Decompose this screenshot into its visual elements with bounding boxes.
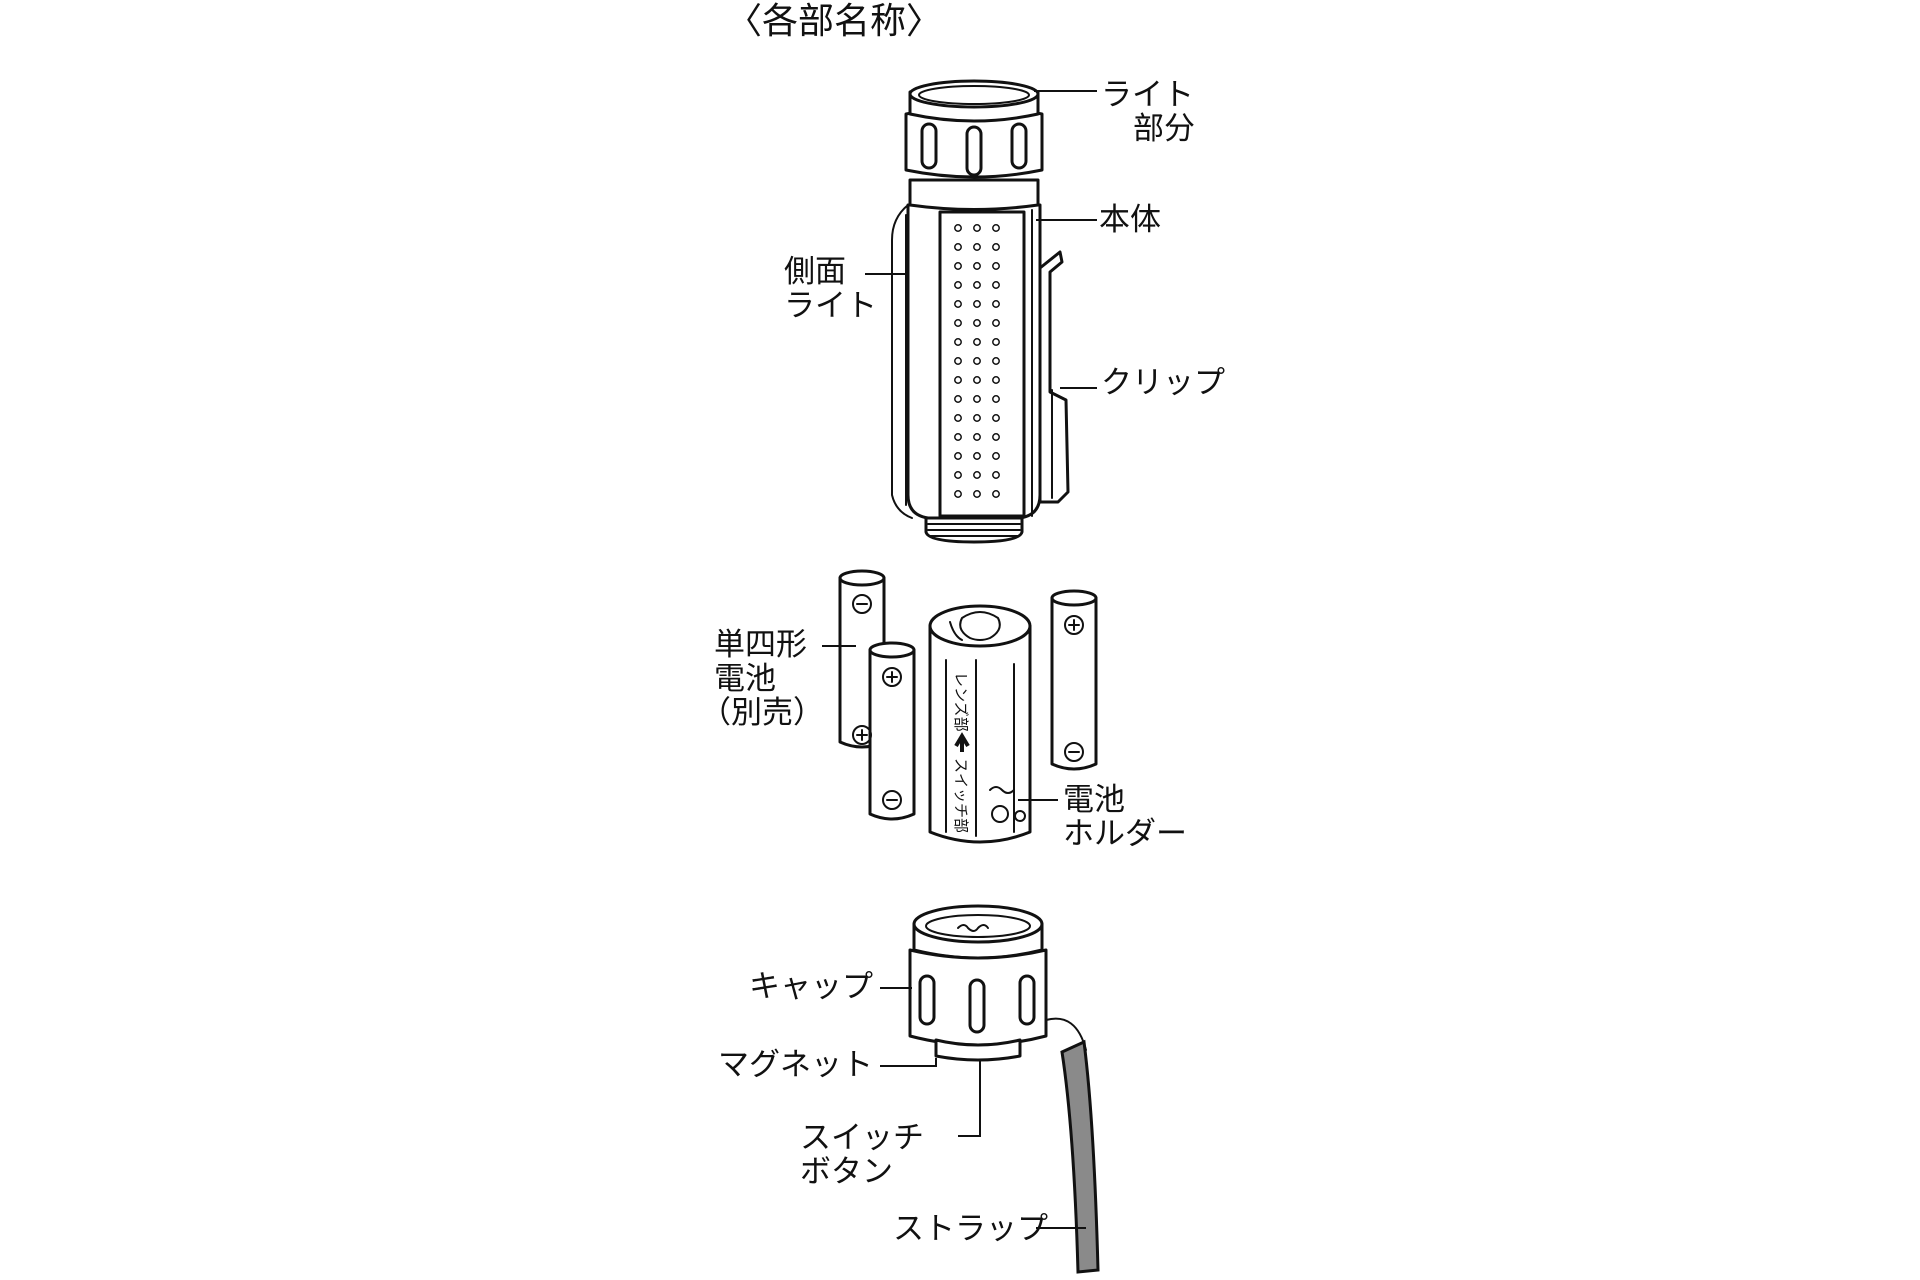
side-light-dot: [973, 452, 981, 460]
side-light-dot: [992, 471, 1000, 479]
label-battery-line3: （別売）: [700, 695, 824, 731]
label-clip: クリップ: [1101, 365, 1225, 401]
side-light-dot: [954, 414, 962, 422]
label-switch-button-line1: スイッチ: [800, 1120, 924, 1156]
label-battery-holder-line2: ホルダー: [1063, 816, 1187, 852]
side-light-dot: [992, 452, 1000, 460]
label-battery-line1: 単四形: [714, 627, 807, 663]
side-light-dot: [973, 319, 981, 327]
label-strap: ストラップ: [893, 1211, 1048, 1247]
side-light-dot: [992, 376, 1000, 384]
side-light-dot: [992, 395, 1000, 403]
aaa-battery-right: [1050, 589, 1098, 771]
side-light-dot: [973, 281, 981, 289]
diagram-title: 〈各部名称〉: [726, 1, 943, 42]
side-light-dot: [973, 376, 981, 384]
side-light-dot: [954, 376, 962, 384]
holder-print-switch: スイッチ部: [952, 758, 970, 833]
clip-shape: [1038, 250, 1070, 504]
side-light-dot: [992, 490, 1000, 498]
holder-print-lens: レンズ部: [952, 672, 970, 732]
body-band: [908, 178, 1040, 211]
side-light-dot: [954, 281, 962, 289]
side-light-dot: [992, 224, 1000, 232]
label-side-light-line2: ライト: [784, 288, 877, 324]
side-light-dot: [954, 224, 962, 232]
side-light-dot: [992, 357, 1000, 365]
side-light-dot: [954, 338, 962, 346]
side-light-dot: [992, 300, 1000, 308]
side-light-dot: [954, 452, 962, 460]
label-battery-line2: 電池: [714, 661, 776, 697]
side-light-dot: [973, 357, 981, 365]
flashlight-body: [891, 79, 1070, 544]
label-magnet: マグネット: [718, 1047, 873, 1083]
side-light-dot: [973, 243, 981, 251]
label-cap: キャップ: [749, 969, 873, 1005]
side-light-dot: [973, 414, 981, 422]
side-light-dot: [973, 224, 981, 232]
side-light-dot: [954, 471, 962, 479]
side-light-dot: [954, 395, 962, 403]
side-light-shell: [891, 204, 913, 519]
side-light-dot: [992, 433, 1000, 441]
side-light-dot: [973, 433, 981, 441]
side-light-panel: [938, 210, 1026, 518]
label-light-part-line2: 部分: [1133, 111, 1195, 147]
aaa-battery-front-left: [852, 641, 916, 821]
magnet-base: [934, 1038, 1022, 1062]
side-light-dot: [973, 471, 981, 479]
leader-switch-button: [958, 1060, 981, 1137]
side-light-dot: [973, 262, 981, 270]
cap-shape: [908, 904, 1048, 1062]
side-light-dot: [973, 338, 981, 346]
side-light-dot: [992, 414, 1000, 422]
label-battery-holder-line1: 電池: [1063, 782, 1125, 818]
side-light-dot: [954, 319, 962, 327]
side-light-dot: [992, 338, 1000, 346]
side-light-dot: [992, 281, 1000, 289]
side-light-dot: [954, 490, 962, 498]
side-light-dot: [973, 395, 981, 403]
battery-holder-shape: レンズ部 スイッチ部: [928, 604, 1032, 844]
side-light-dot: [954, 262, 962, 270]
side-light-dot: [973, 490, 981, 498]
side-light-dot: [954, 300, 962, 308]
side-light-dot: [973, 300, 981, 308]
side-light-dot: [954, 243, 962, 251]
side-light-dot: [954, 357, 962, 365]
side-light-dot: [992, 243, 1000, 251]
side-light-dot: [992, 319, 1000, 327]
label-light-part-line1: ライト: [1101, 77, 1194, 113]
label-side-light-line1: 側面: [784, 254, 846, 290]
side-light-dot: [992, 262, 1000, 270]
label-switch-button-line2: ボタン: [800, 1154, 893, 1190]
leader-magnet: [880, 1058, 937, 1067]
strap-shape: [1045, 1017, 1100, 1274]
side-light-dots: [954, 224, 1000, 498]
side-light-dot: [954, 433, 962, 441]
label-body: 本体: [1099, 202, 1161, 238]
